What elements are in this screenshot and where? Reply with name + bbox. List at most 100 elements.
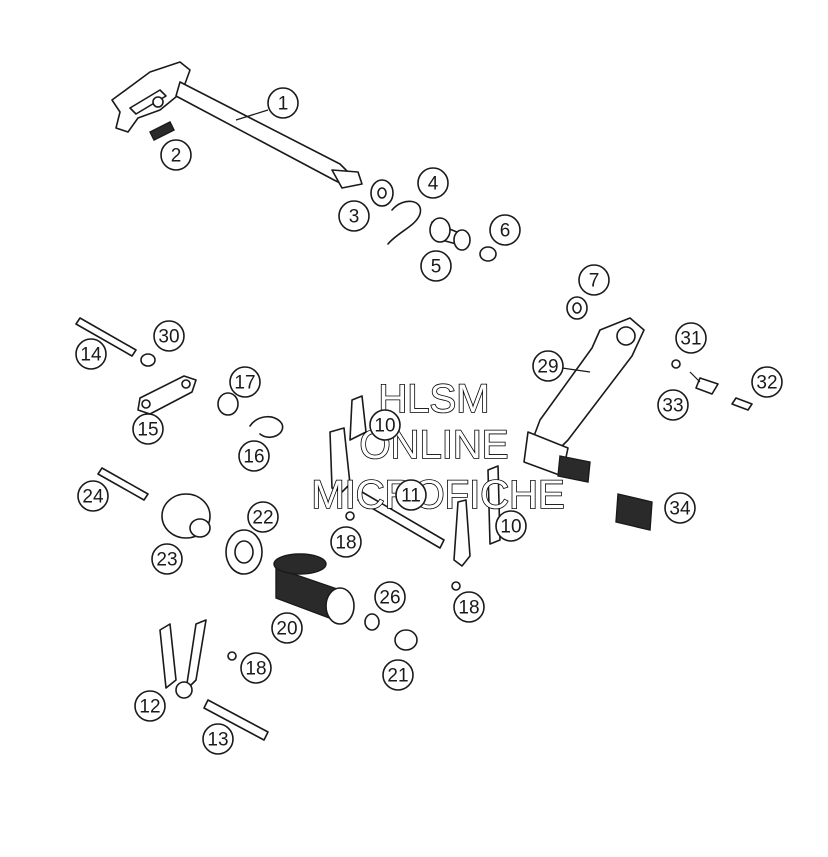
callout-circle (338, 200, 370, 232)
drum-retainer-23 (161, 493, 211, 539)
callout-24: 24 (77, 480, 109, 512)
callout-number: 1 (278, 94, 289, 115)
callout-number: 4 (428, 174, 439, 195)
callout-15: 15 (132, 413, 164, 445)
callout-circle (369, 409, 401, 441)
callout-4: 4 (417, 167, 449, 199)
pin-18-b (451, 581, 461, 591)
lever-rubber (615, 493, 653, 531)
callout-21: 21 (382, 659, 414, 691)
callout-11: 11 (395, 479, 427, 511)
bushing-5 (429, 217, 471, 251)
callout-number: 18 (245, 659, 266, 680)
callout-circle (675, 322, 707, 354)
fork-shaft-11 (357, 491, 445, 549)
callout-29: 29 (532, 350, 564, 382)
spring-6 (479, 246, 497, 262)
callout-number: 21 (387, 666, 408, 687)
callout-circle (532, 350, 564, 382)
callout-circle (453, 591, 485, 623)
spring-16 (249, 415, 284, 439)
callout-number: 7 (589, 271, 600, 292)
callout-number: 18 (458, 598, 479, 619)
callout-13: 13 (202, 723, 234, 755)
callout-circle (330, 526, 362, 558)
callout-circle (495, 510, 527, 542)
callout-31: 31 (675, 322, 707, 354)
callout-circle (153, 320, 185, 352)
callout-number: 26 (379, 588, 400, 609)
callout-16: 16 (238, 440, 270, 472)
callout-number: 23 (156, 550, 177, 571)
callout-circle (77, 480, 109, 512)
callout-17: 17 (229, 366, 261, 398)
washer-31 (671, 359, 681, 369)
roller-17 (217, 392, 239, 416)
callout-12: 12 (134, 690, 166, 722)
callout-circle (238, 440, 270, 472)
washer-26 (364, 613, 380, 631)
callout-circle (657, 389, 689, 421)
callout-number: 2 (171, 146, 182, 167)
callout-number: 10 (500, 517, 521, 538)
callout-number: 34 (669, 499, 691, 520)
callout-number: 6 (500, 221, 511, 242)
shift-spring (149, 121, 175, 141)
callout-number: 15 (137, 420, 158, 441)
callout-34: 34 (664, 492, 696, 524)
callout-number: 17 (234, 373, 255, 394)
callout-number: 13 (207, 730, 228, 751)
callout-3: 3 (338, 200, 370, 232)
callout-22: 22 (247, 501, 279, 533)
callout-circle (240, 652, 272, 684)
callout-circle (75, 338, 107, 370)
callout-circle (132, 413, 164, 445)
watermark-line2: ONLINE (360, 423, 509, 467)
callout-number: 33 (662, 396, 683, 417)
callout-circle (267, 87, 299, 119)
callout-18: 18 (240, 652, 272, 684)
bolt-24 (97, 467, 149, 501)
callout-circle (229, 366, 261, 398)
bracket-33 (695, 377, 719, 395)
callout-circle (151, 543, 183, 575)
callout-6: 6 (489, 214, 521, 246)
circlip-4 (387, 200, 422, 245)
shift-drum (273, 553, 355, 625)
callout-number: 31 (680, 329, 701, 350)
callout-circle (417, 167, 449, 199)
callout-circle (247, 501, 279, 533)
callout-5: 5 (420, 250, 452, 282)
callout-circle (202, 723, 234, 755)
shift-fork-upper (329, 395, 367, 493)
watermark-line3: MICROFICHE (311, 473, 564, 517)
callout-14: 14 (75, 338, 107, 370)
callout-23: 23 (151, 543, 183, 575)
callout-number: 11 (401, 486, 421, 507)
fork-shaft-13 (203, 699, 269, 741)
shift-lever (523, 317, 645, 483)
callout-number: 32 (756, 373, 777, 394)
callout-number: 30 (158, 327, 179, 348)
callout-circle (134, 690, 166, 722)
callout-32: 32 (751, 366, 783, 398)
callout-circle (420, 250, 452, 282)
callout-18: 18 (330, 526, 362, 558)
bolt-14 (75, 317, 137, 357)
leader-lines (235, 109, 701, 383)
shift-shaft (111, 61, 363, 189)
callout-circle (664, 492, 696, 524)
callout-20: 20 (271, 612, 303, 644)
callout-circle (578, 264, 610, 296)
callout-circle (160, 139, 192, 171)
callout-7: 7 (578, 264, 610, 296)
callout-number: 24 (82, 487, 104, 508)
callout-number: 29 (537, 357, 558, 378)
callout-number: 22 (252, 508, 273, 529)
callout-30: 30 (153, 320, 185, 352)
callout-10: 10 (369, 409, 401, 441)
callout-number: 14 (80, 345, 102, 366)
shift-fork-12 (159, 619, 207, 699)
callout-circle (374, 581, 406, 613)
